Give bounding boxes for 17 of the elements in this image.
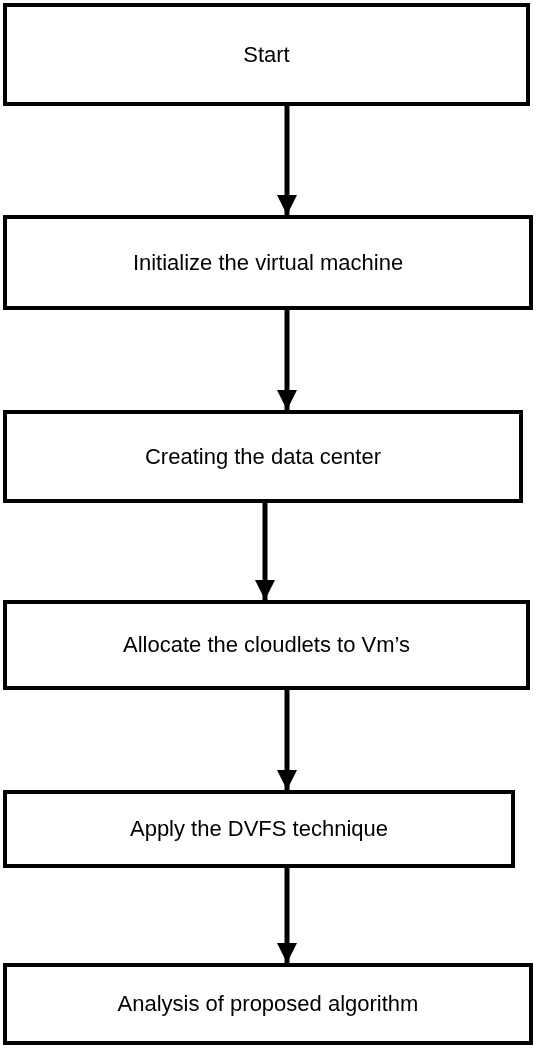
process-box bbox=[3, 215, 533, 310]
arrow bbox=[277, 690, 297, 790]
process-box bbox=[3, 3, 530, 106]
process-box bbox=[3, 790, 515, 868]
arrow bbox=[277, 868, 297, 963]
process-box bbox=[3, 600, 530, 690]
step-label: Allocate the cloudlets to Vm’s bbox=[123, 632, 410, 658]
step-label: Analysis of proposed algorithm bbox=[117, 991, 419, 1017]
step-label: Apply the DVFS technique bbox=[129, 816, 388, 842]
step-label: Initialize the virtual machine bbox=[132, 249, 404, 276]
arrow bbox=[255, 503, 275, 600]
process-box bbox=[3, 963, 533, 1045]
arrow bbox=[277, 310, 297, 410]
process-box bbox=[3, 410, 523, 503]
step-label: Start bbox=[243, 41, 290, 68]
arrow bbox=[277, 106, 297, 215]
step-label: Creating the data center bbox=[144, 443, 381, 470]
